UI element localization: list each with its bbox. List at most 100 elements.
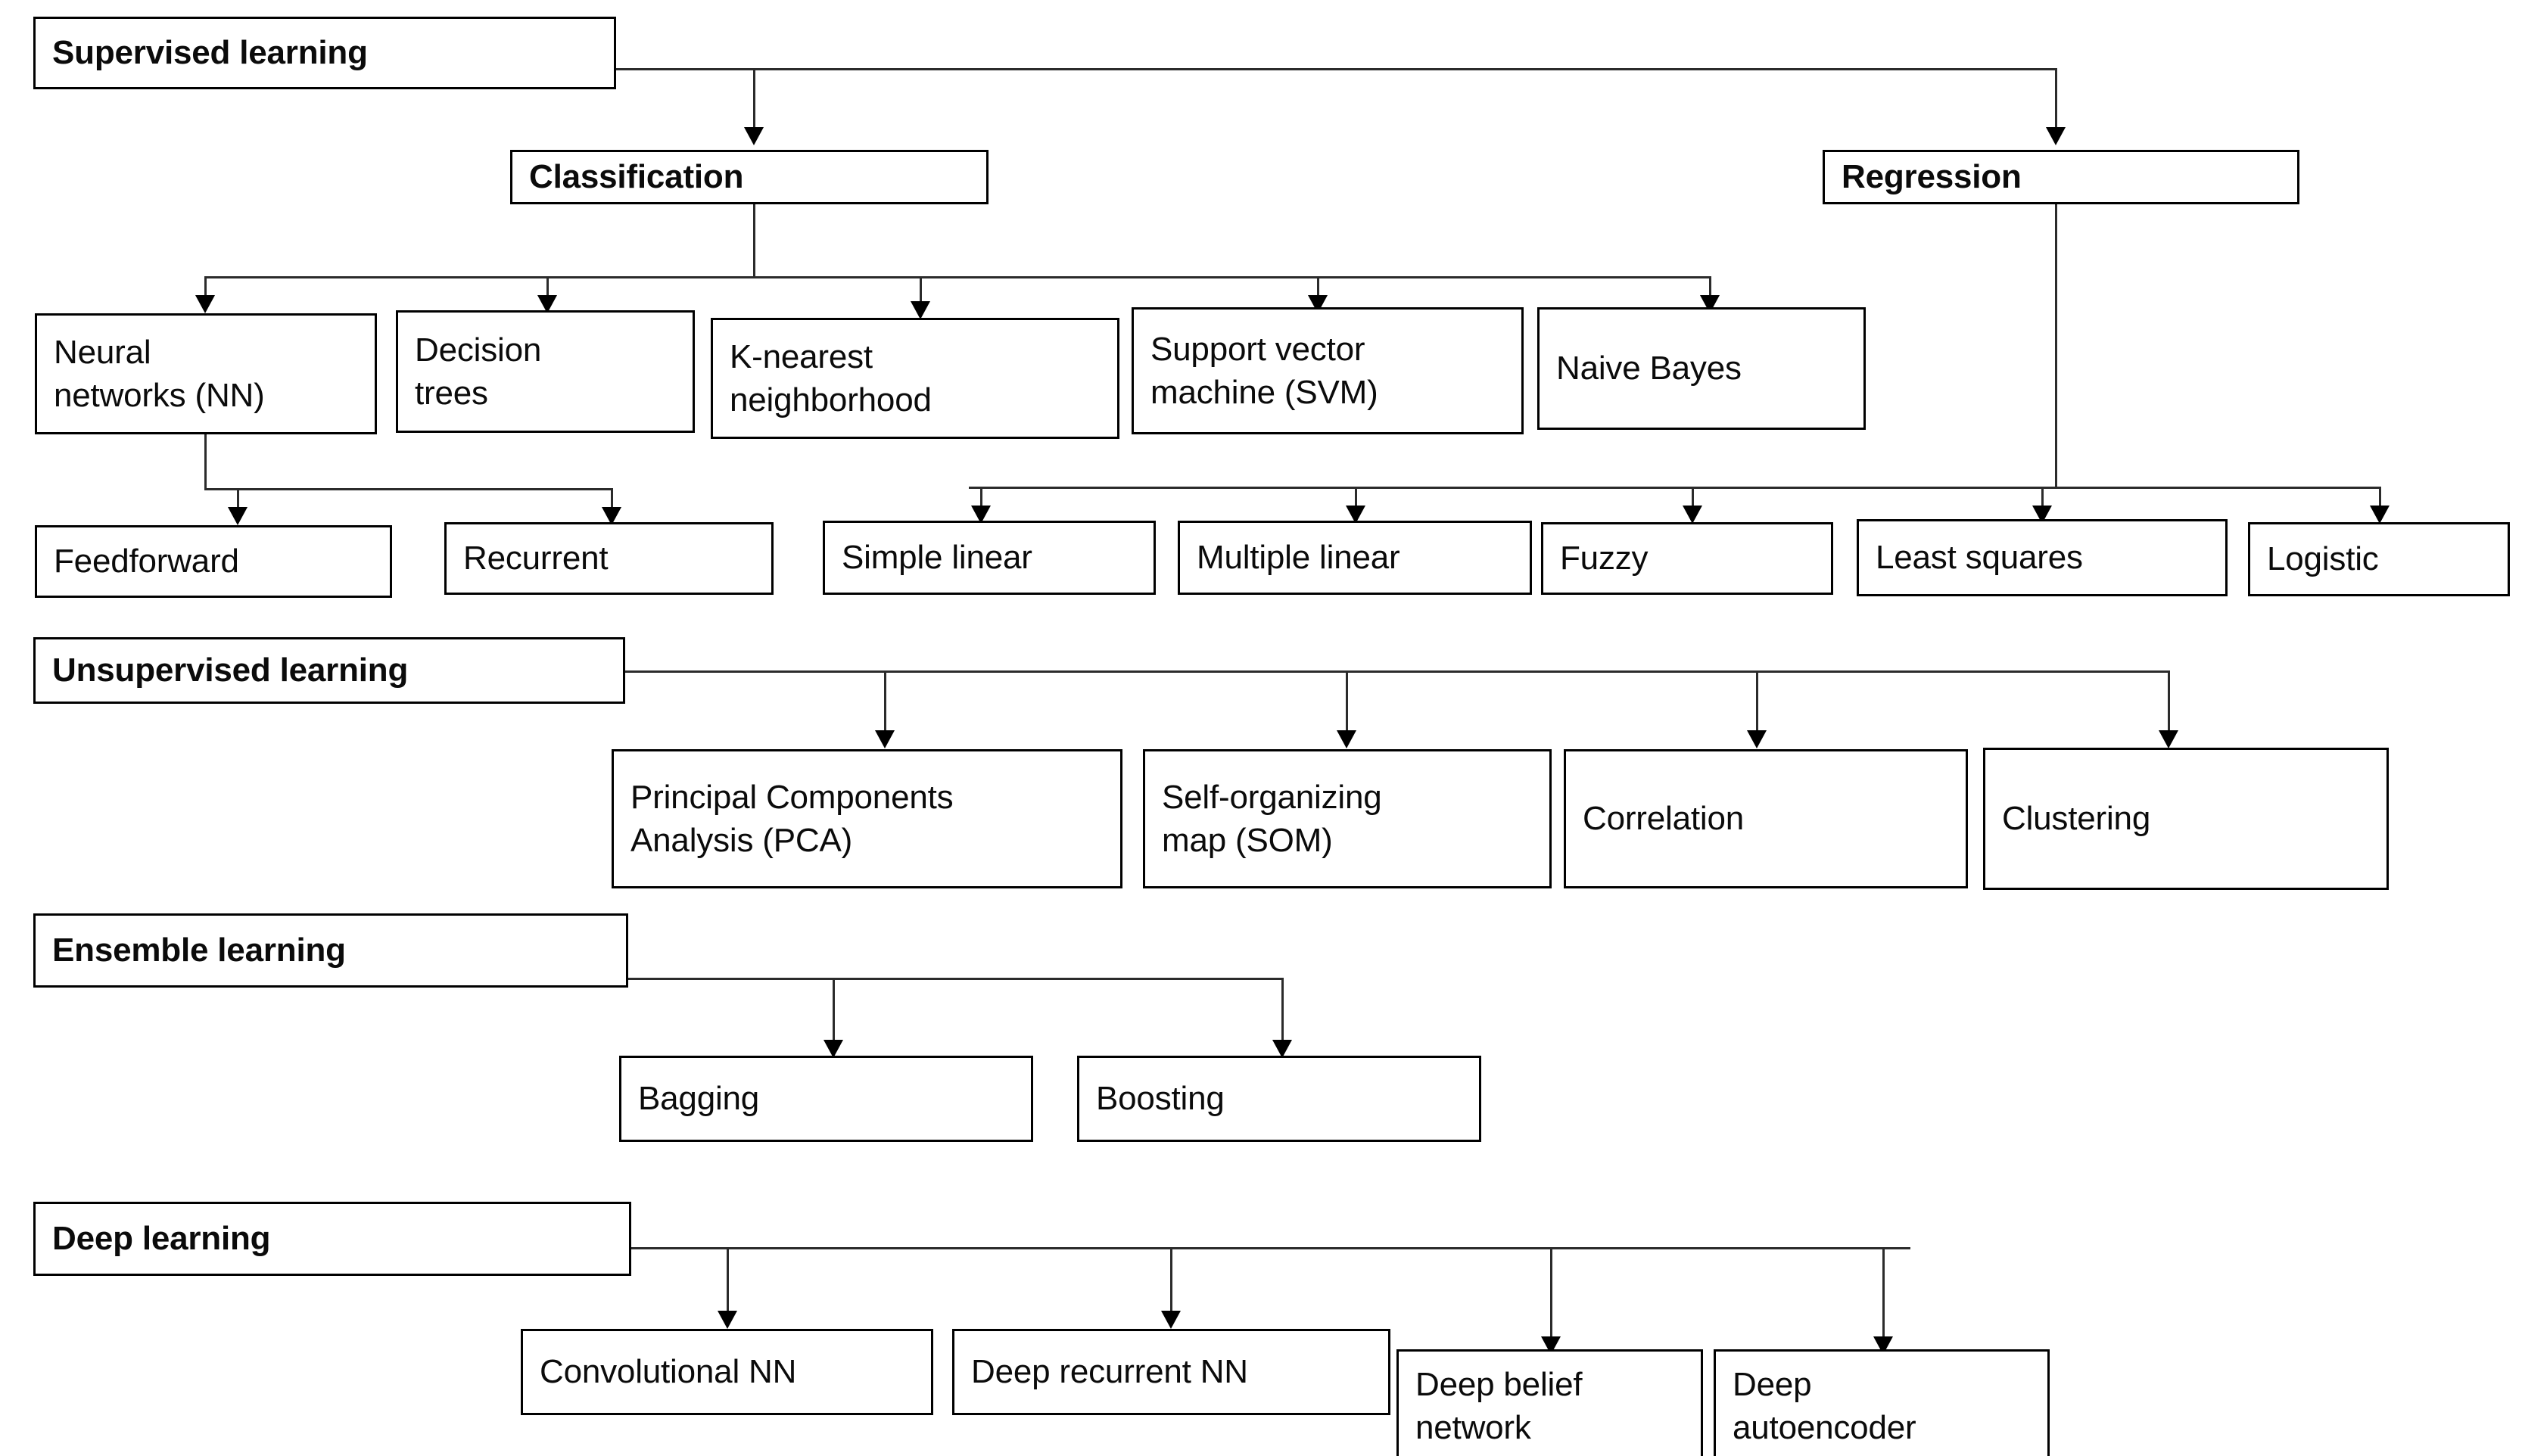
arrowhead-boosting [1272, 1040, 1292, 1058]
connector-class-to-dt [546, 276, 549, 300]
connector-supervised-bus [616, 68, 2057, 70]
arrowhead-feedforward [228, 507, 248, 525]
node-simple-linear[interactable]: Simple linear [823, 521, 1156, 595]
node-deep-learning[interactable]: Deep learning [33, 1202, 631, 1276]
connector-nn-stem [204, 434, 207, 490]
arrowhead-fuzzy [1683, 506, 1702, 524]
arrowhead-bagging [824, 1040, 843, 1058]
node-label: Unsupervised learning [52, 652, 409, 689]
node-label: Fuzzy [1560, 540, 1649, 577]
node-correlation[interactable]: Correlation [1564, 749, 1968, 888]
arrowhead-knn [911, 301, 930, 319]
connector-ens-to-bagging [833, 978, 835, 1046]
node-boosting[interactable]: Boosting [1077, 1056, 1481, 1142]
connector-unsupervised-bus [625, 670, 2169, 673]
node-label: Supervised learning [52, 34, 368, 72]
node-ensemble-learning[interactable]: Ensemble learning [33, 913, 628, 988]
node-naive-bayes[interactable]: Naive Bayes [1537, 307, 1866, 430]
node-label: K-nearest neighborhood [730, 338, 932, 418]
node-label: Logistic [2267, 540, 2379, 578]
connector-deep-to-dbn [1550, 1247, 1552, 1344]
node-label: Naive Bayes [1556, 350, 1742, 387]
connector-nn-to-feedforward [237, 488, 239, 512]
connector-unsup-to-som [1346, 670, 1348, 736]
node-self-organizing-map[interactable]: Self-organizing map (SOM) [1143, 749, 1552, 888]
node-label: Boosting [1096, 1080, 1225, 1118]
connector-regression-stem [2055, 204, 2057, 488]
node-label: Neural networks (NN) [54, 333, 265, 414]
connector-unsup-to-correlation [1756, 670, 1758, 736]
node-label: Ensemble learning [52, 932, 346, 969]
connector-deep-to-cnn [727, 1247, 729, 1317]
node-label: Deep belief network [1415, 1365, 1583, 1446]
node-label: Feedforward [54, 543, 239, 580]
node-label: Simple linear [842, 539, 1032, 577]
connector-unsup-to-pca [884, 670, 886, 736]
connector-ensemble-bus [628, 978, 1284, 980]
node-label: Convolutional NN [540, 1353, 797, 1391]
connector-unsup-to-clustering [2168, 670, 2170, 736]
connector-class-to-nn [204, 276, 207, 300]
node-fuzzy[interactable]: Fuzzy [1541, 522, 1833, 595]
node-label: Correlation [1583, 800, 1745, 838]
node-unsupervised-learning[interactable]: Unsupervised learning [33, 637, 625, 704]
connector-nn-bus [204, 488, 613, 490]
node-label: Clustering [2002, 800, 2151, 838]
node-label: Principal Components Analysis (PCA) [630, 778, 954, 859]
node-label: Recurrent [463, 540, 609, 577]
node-deep-belief-network[interactable]: Deep belief network [1396, 1349, 1703, 1456]
arrowhead-som [1337, 730, 1356, 748]
node-bagging[interactable]: Bagging [619, 1056, 1033, 1142]
node-label: Self-organizing map (SOM) [1162, 778, 1382, 859]
node-support-vector-machine[interactable]: Support vector machine (SVM) [1132, 307, 1524, 434]
node-label: Least squares [1876, 539, 2083, 577]
node-deep-autoencoder[interactable]: Deep autoencoder [1714, 1349, 2050, 1456]
connector-supervised-to-regression [2055, 68, 2057, 132]
connector-class-to-knn [920, 276, 922, 306]
connector-reg-to-least-squares [2041, 487, 2044, 511]
node-principal-components-analysis[interactable]: Principal Components Analysis (PCA) [612, 749, 1122, 888]
node-supervised-learning[interactable]: Supervised learning [33, 17, 616, 89]
node-logistic[interactable]: Logistic [2248, 522, 2510, 596]
connector-nn-to-recurrent [611, 488, 613, 512]
node-feedforward[interactable]: Feedforward [35, 525, 392, 598]
connector-reg-to-fuzzy [1692, 487, 1694, 511]
node-deep-recurrent-nn[interactable]: Deep recurrent NN [952, 1329, 1390, 1415]
connector-classification-stem [753, 204, 755, 277]
connector-regression-bus [969, 487, 2379, 489]
arrowhead-logistic [2370, 506, 2390, 524]
arrowhead-deep-recurrent-nn [1161, 1311, 1181, 1329]
arrowhead-pca [875, 730, 895, 748]
node-label: Support vector machine (SVM) [1150, 330, 1378, 411]
connector-ens-to-boosting [1281, 978, 1284, 1046]
connector-reg-to-simple-linear [980, 487, 982, 511]
node-label: Classification [529, 158, 744, 196]
node-regression[interactable]: Regression [1823, 150, 2299, 204]
node-label: Bagging [638, 1080, 760, 1118]
arrowhead-regression [2046, 127, 2066, 145]
connector-class-to-nb [1709, 276, 1711, 300]
connector-reg-to-multiple-linear [1355, 487, 1357, 511]
node-recurrent[interactable]: Recurrent [444, 522, 774, 595]
arrowhead-neural-networks [195, 295, 215, 313]
node-label: Deep recurrent NN [971, 1353, 1248, 1391]
connector-deep-to-drnn [1170, 1247, 1172, 1317]
arrowhead-convolutional-nn [718, 1311, 737, 1329]
node-classification[interactable]: Classification [510, 150, 989, 204]
node-clustering[interactable]: Clustering [1983, 748, 2389, 890]
node-convolutional-nn[interactable]: Convolutional NN [521, 1329, 933, 1415]
node-label: Multiple linear [1197, 539, 1400, 577]
node-label: Decision trees [415, 331, 542, 412]
node-label: Regression [1842, 158, 2022, 196]
connector-supervised-to-classification [753, 68, 755, 132]
node-multiple-linear[interactable]: Multiple linear [1178, 521, 1532, 595]
node-neural-networks[interactable]: Neural networks (NN) [35, 313, 377, 434]
connector-classification-bus [204, 276, 1711, 278]
node-decision-trees[interactable]: Decision trees [396, 310, 695, 433]
connector-deep-to-autoencoder [1882, 1247, 1885, 1344]
arrowhead-correlation [1747, 730, 1767, 748]
node-least-squares[interactable]: Least squares [1857, 519, 2228, 596]
node-k-nearest-neighborhood[interactable]: K-nearest neighborhood [711, 318, 1119, 439]
node-label: Deep autoencoder [1733, 1365, 1916, 1446]
